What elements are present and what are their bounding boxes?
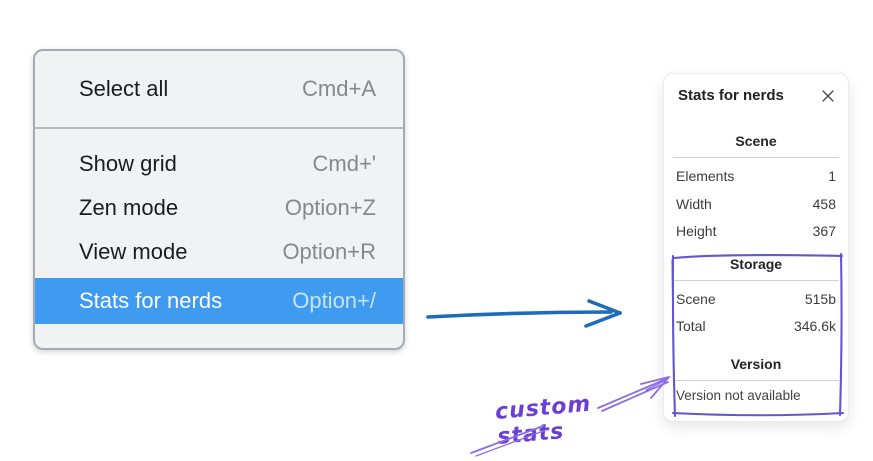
flow-arrow (426, 299, 622, 328)
menu-item-select-all[interactable]: Select all Cmd+A (35, 67, 403, 111)
menu-item-label: Stats for nerds (79, 288, 223, 313)
menu-item-label: View mode (79, 239, 188, 264)
menu-item-label: Select all (79, 76, 169, 101)
stats-panel-title: Stats for nerds (678, 87, 784, 104)
scene-stats: Elements 1 Width 458 Height 367 (664, 163, 848, 246)
menu-item-shortcut: Option+R (282, 239, 376, 264)
menu-item-zen-mode[interactable]: Zen mode Option+Z (35, 186, 403, 230)
menu-item-shortcut: Cmd+' (312, 151, 377, 176)
version-section-heading: Version (730, 355, 782, 372)
menu-item-show-grid[interactable]: Show grid Cmd+' (35, 142, 403, 186)
annotation-custom-stats: custom stats (494, 391, 593, 450)
stat-value: 515b (804, 290, 836, 307)
stats-panel-header: Stats for nerds (664, 74, 848, 104)
menu-item-stats-for-nerds[interactable]: Stats for nerds Option+/ (35, 278, 403, 324)
menu-divider (35, 127, 403, 129)
menu-group-bottom: Show grid Cmd+' Zen mode Option+Z View m… (35, 129, 403, 339)
stat-label: Scene (676, 290, 716, 307)
scene-section-heading: Scene (735, 133, 777, 149)
stat-row-height: Height 367 (664, 218, 848, 246)
stat-row-width: Width 458 (664, 191, 848, 219)
stat-label: Elements (676, 168, 735, 184)
menu-item-shortcut: Cmd+A (302, 76, 376, 101)
divider (673, 379, 839, 381)
stat-label: Height (676, 223, 717, 239)
storage-section-heading: Storage (729, 255, 783, 272)
context-menu: Select all Cmd+A Show grid Cmd+' Zen mod… (33, 49, 405, 350)
menu-item-label: Zen mode (79, 195, 179, 220)
stat-value: 1 (828, 168, 836, 184)
stat-value: 346.6k (793, 318, 836, 334)
storage-stats: Scene 515b Total 346.6k (664, 286, 848, 341)
stat-row-elements: Elements 1 (664, 163, 848, 191)
menu-group-top: Select all Cmd+A (35, 51, 403, 127)
stats-panel: Stats for nerds Scene Elements 1 Width 4… (663, 73, 849, 422)
close-icon[interactable] (820, 88, 836, 104)
stat-row-total-size: Total 346.6k (664, 313, 848, 341)
menu-item-view-mode[interactable]: View mode Option+R (35, 230, 403, 274)
stat-row-scene-size: Scene 515b (664, 286, 848, 314)
menu-item-label: Show grid (79, 151, 177, 176)
divider (673, 279, 839, 281)
stat-value: 458 (812, 195, 836, 212)
stat-value: 367 (812, 223, 836, 239)
stat-label: Width (676, 195, 712, 212)
menu-item-shortcut: Option+Z (284, 195, 376, 220)
stat-label: Total (676, 318, 706, 334)
divider (673, 157, 839, 158)
menu-item-shortcut: Option+/ (292, 288, 376, 313)
version-note: Version not available (676, 387, 801, 403)
